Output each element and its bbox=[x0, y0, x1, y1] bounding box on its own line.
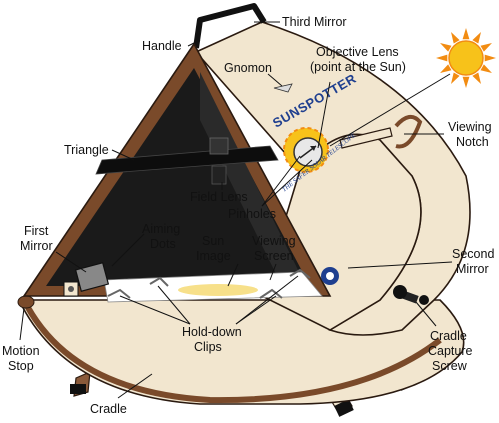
cradle-capture-screw[interactable] bbox=[393, 285, 429, 305]
second-mirror-mount-inner bbox=[326, 272, 334, 280]
field-lens-barrel bbox=[211, 165, 227, 185]
label-sun-image-1: Sun bbox=[202, 234, 224, 248]
sun-ray bbox=[480, 43, 492, 52]
lead-aiming-dots bbox=[111, 233, 145, 267]
viewing-notch-peg bbox=[339, 127, 393, 149]
sun-ray bbox=[440, 64, 452, 73]
lead-cradle bbox=[117, 373, 153, 399]
label-first-mirror-2: Mirror bbox=[20, 239, 53, 253]
label-objective-lens-1: Objective Lens bbox=[316, 45, 399, 59]
label-pinholes: Pinholes bbox=[228, 207, 276, 221]
label-sun-image-2: Image bbox=[196, 249, 231, 263]
sun-ray bbox=[480, 64, 492, 73]
cradle-leg-foot-middle bbox=[334, 399, 354, 417]
field-lens-mount bbox=[209, 137, 229, 155]
cradle-leg-foot-left bbox=[70, 384, 86, 394]
label-handle: Handle bbox=[142, 39, 182, 53]
label-gnomon: Gnomon bbox=[224, 61, 272, 75]
lead-motion-stop bbox=[19, 307, 25, 341]
first-mirror bbox=[63, 262, 110, 297]
label-cradle-capture-screw-3: Screw bbox=[432, 359, 468, 373]
lead-clips-left bbox=[119, 295, 191, 325]
hold-down-clip-center bbox=[149, 276, 169, 287]
label-second-mirror-1: Second bbox=[452, 247, 494, 261]
labels: Handle Third Mirror Objective Lens (poin… bbox=[2, 15, 494, 416]
lead-handle bbox=[187, 39, 201, 47]
first-mirror-plate bbox=[74, 262, 110, 292]
label-third-mirror: Third Mirror bbox=[282, 15, 347, 29]
label-viewing-notch-1: Viewing bbox=[448, 120, 492, 134]
triangle-inner-wall bbox=[200, 72, 304, 282]
lead-second-mirror bbox=[347, 261, 453, 269]
label-aiming-dots-2: Dots bbox=[150, 237, 176, 251]
objective-lens-assembly bbox=[283, 127, 329, 173]
label-viewing-screen-2: Screen bbox=[254, 249, 294, 263]
sun-ray bbox=[451, 72, 460, 84]
label-cradle-capture-screw-1: Cradle bbox=[430, 329, 467, 343]
label-cradle: Cradle bbox=[90, 402, 127, 416]
hold-down-clip-left bbox=[107, 288, 131, 299]
sun-image bbox=[178, 284, 258, 296]
capture-screw-tip bbox=[419, 295, 429, 305]
field-lens bbox=[209, 137, 229, 185]
lead-gnomon bbox=[267, 73, 283, 87]
hold-down-clip-far bbox=[289, 268, 311, 279]
label-objective-lens-2: (point at the Sun) bbox=[310, 60, 406, 74]
leader-lines bbox=[19, 21, 453, 399]
sunlight-ray bbox=[329, 73, 451, 147]
label-field-lens: Field Lens bbox=[190, 190, 248, 204]
label-second-mirror-2: Mirror bbox=[456, 262, 489, 276]
lead-capture-screw bbox=[415, 301, 437, 327]
lead-pinholes-a bbox=[261, 155, 301, 207]
sun-ray bbox=[462, 76, 470, 88]
first-mirror-knob[interactable] bbox=[68, 286, 74, 292]
sun-ray bbox=[462, 28, 470, 40]
triangle bbox=[22, 42, 332, 297]
label-aiming-dots-1: Aiming bbox=[142, 222, 180, 236]
gnomon-pin bbox=[273, 83, 293, 93]
sun-icon bbox=[436, 28, 496, 88]
sun-ray bbox=[440, 43, 452, 52]
label-cradle-capture-screw-2: Capture bbox=[428, 344, 473, 358]
sun-ray bbox=[472, 32, 481, 44]
sun-ray bbox=[484, 54, 496, 62]
sun-rays bbox=[436, 28, 496, 88]
handle[interactable] bbox=[193, 3, 267, 49]
viewing-notch-hook bbox=[394, 114, 423, 149]
label-hold-down-clips-1: Hold-down bbox=[182, 325, 242, 339]
label-first-mirror-1: First bbox=[24, 224, 49, 238]
lead-viewing-screen bbox=[269, 263, 277, 281]
sun-ray bbox=[472, 72, 481, 84]
label-motion-stop-1: Motion bbox=[2, 344, 40, 358]
capture-screw-knob[interactable] bbox=[393, 285, 407, 299]
motion-stop bbox=[17, 295, 35, 309]
viewing-notch bbox=[339, 114, 423, 149]
gnomon bbox=[273, 83, 293, 93]
lead-first-mirror bbox=[55, 251, 87, 273]
label-viewing-notch-2: Notch bbox=[456, 135, 489, 149]
label-hold-down-clips-2: Clips bbox=[194, 340, 222, 354]
hold-down-clip-right bbox=[259, 288, 283, 299]
sun-ray bbox=[451, 32, 460, 44]
pinhole-arrowhead bbox=[310, 146, 316, 151]
lead-clips-center bbox=[157, 285, 191, 325]
second-mirror bbox=[321, 267, 339, 285]
hold-down-clips bbox=[107, 268, 311, 299]
label-viewing-screen-1: Viewing bbox=[252, 234, 296, 248]
lead-objective-lens bbox=[317, 81, 331, 149]
lead-sun-image bbox=[227, 263, 239, 287]
label-triangle: Triangle bbox=[64, 143, 109, 157]
lead-pinholes-b bbox=[261, 159, 313, 207]
sun-disc bbox=[448, 40, 484, 76]
triangle-interior bbox=[46, 68, 310, 286]
cradle-rim bbox=[21, 298, 442, 404]
lead-triangle bbox=[111, 149, 135, 161]
handle-bar[interactable] bbox=[193, 3, 267, 49]
label-motion-stop-2: Stop bbox=[8, 359, 34, 373]
lead-clips-far bbox=[235, 275, 299, 325]
sun-ray bbox=[436, 54, 448, 62]
